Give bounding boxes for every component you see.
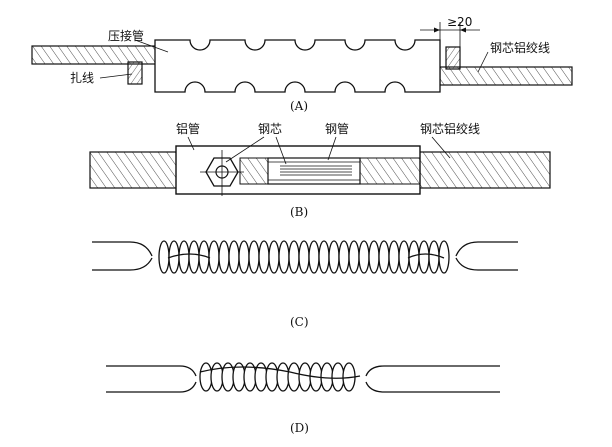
coil-turn: [288, 240, 300, 274]
coil-turn: [258, 240, 270, 274]
caption-d: (D): [290, 421, 309, 435]
coil-turn: [308, 240, 320, 274]
coil-turn: [178, 240, 190, 274]
coil-turn: [428, 240, 440, 274]
steel-core-strands: [280, 165, 352, 176]
left-wire-d: [106, 365, 197, 393]
steel-core-label: 钢芯: [258, 122, 282, 136]
coil-turn: [338, 240, 350, 274]
coil-turn: [438, 240, 450, 274]
caption-c: (C): [290, 315, 309, 329]
coil-turn: [278, 240, 290, 274]
coil-turn: [287, 362, 301, 392]
coil-turn: [218, 240, 230, 274]
coil-turn: [238, 240, 250, 274]
coil-turn: [298, 362, 312, 392]
crimp-tube-label: 压接管: [108, 28, 144, 43]
coil-turn: [210, 362, 224, 392]
coil-turn: [331, 362, 345, 392]
caption-a: (A): [290, 99, 308, 113]
coil-turn: [276, 362, 290, 392]
left-conductor: [31, 45, 165, 65]
dimension-label: ≥20: [447, 15, 472, 29]
right-wire-c: [455, 241, 518, 271]
binding-wire-wrap: [127, 61, 143, 85]
binding-wire-label: 扎线: [70, 71, 94, 85]
coil-turn: [348, 240, 360, 274]
coil-turn: [388, 240, 400, 274]
figure-d: (D): [106, 362, 500, 435]
figure-a: ≥20 压接管 钢芯铝绞线 扎线 (A): [31, 15, 573, 113]
figure-c: (C): [92, 240, 518, 329]
right-conductor: [439, 66, 573, 86]
coil-turn: [268, 240, 280, 274]
coil-turn: [248, 240, 260, 274]
binding-wire-wrap-right: [445, 46, 461, 70]
coil-turn: [265, 362, 279, 392]
coil-turn: [208, 240, 220, 274]
coil-turn: [328, 240, 340, 274]
acsr-label-a: 钢芯铝绞线: [490, 40, 550, 55]
crimp-tube: [154, 39, 441, 93]
coil-turn: [298, 240, 310, 274]
twisted-joint-d: [199, 362, 356, 392]
coil-turn: [358, 240, 370, 274]
coil-turn: [188, 240, 200, 274]
coil-turn: [368, 240, 380, 274]
caption-b: (B): [290, 205, 308, 219]
coil-turn: [228, 240, 240, 274]
coil-turn: [158, 240, 170, 274]
coil-turn: [418, 240, 430, 274]
binding-coil-c: [158, 240, 450, 274]
coil-turn: [398, 240, 410, 274]
right-wire-d: [365, 365, 500, 393]
acsr-label-b: 钢芯铝绞线: [420, 121, 480, 136]
coil-turn: [320, 362, 334, 392]
steel-tube-label: 钢管: [325, 121, 349, 136]
left-wire-c: [92, 241, 153, 271]
figure-b: 铝管 钢芯 钢管 钢芯铝绞线 (B): [89, 121, 551, 219]
coil-turn: [199, 362, 213, 392]
coil-turn: [378, 240, 390, 274]
aluminum-tube-label: 铝管: [176, 121, 200, 136]
coil-turn: [318, 240, 330, 274]
